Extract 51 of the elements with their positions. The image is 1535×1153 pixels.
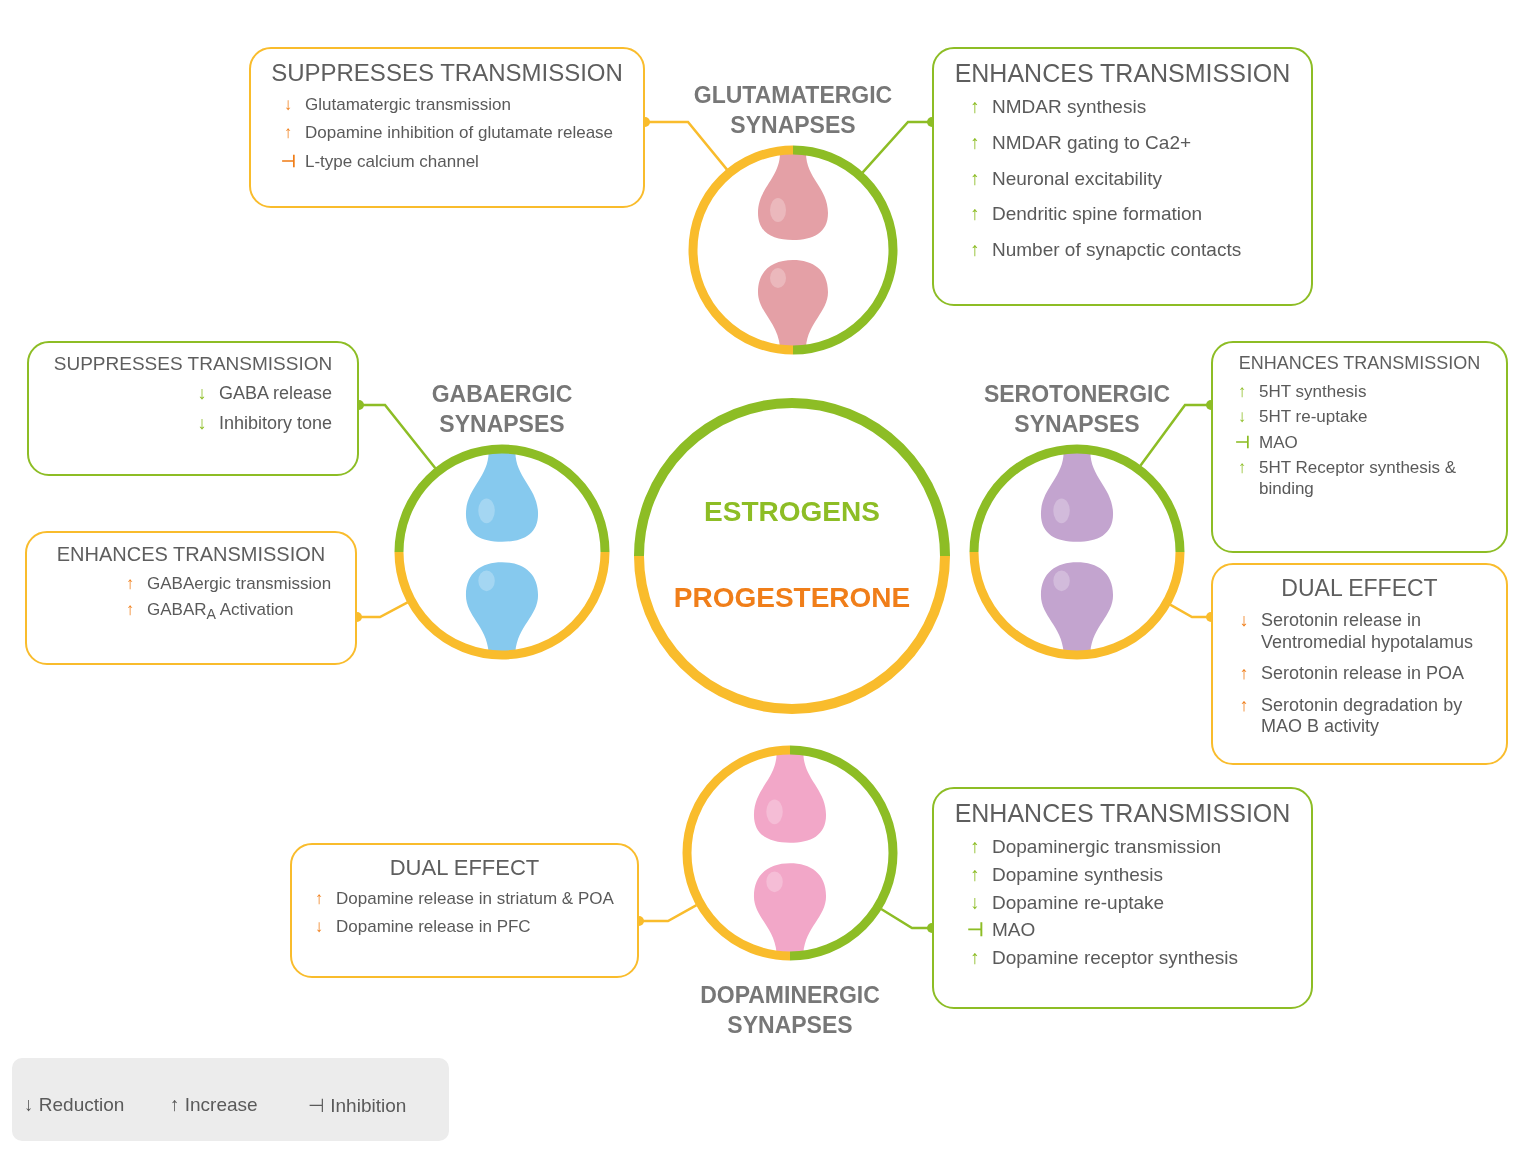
- effect-item: ↑ GABAR$_{A}$ Activation: [124, 600, 295, 624]
- effect-item: ↑ Dopamine release in striatum & POA: [313, 889, 615, 910]
- effect-item: ↑ Dopamine synthesis: [969, 863, 1165, 887]
- hormone-label: PROGESTERONE: [672, 582, 912, 614]
- card-heading: DUAL EFFECT: [1280, 575, 1439, 602]
- effect-card: [1211, 563, 1508, 765]
- legend-item: ↓ Reduction: [24, 1094, 125, 1116]
- effect-item: ↑ GABAergic transmission: [124, 574, 333, 595]
- effect-item: ↑ Dopaminergic transmission: [969, 836, 1223, 859]
- effect-item: ↓ Glutamatergic transmission: [282, 95, 512, 116]
- effect-item: ↑ 5HT synthesis: [1236, 382, 1368, 403]
- effect-item: ↑ Neuronal excitability: [969, 167, 1164, 191]
- effect-item: ↑ Serotonin degradation by MAO B activity: [1238, 694, 1464, 738]
- effect-item: ↑ Dopamine inhibition of glutamate release: [282, 123, 615, 144]
- effect-item: ↑ Serotonin release in POA: [1238, 663, 1466, 685]
- card-heading: SUPPRESSES TRANSMISSION: [52, 353, 334, 375]
- effect-item: ↑ 5HT Receptor synthesis & binding: [1236, 458, 1458, 499]
- effect-item: ↓ Dopamine re-uptake: [969, 891, 1166, 915]
- effect-item: ↓ Inhibitory tone: [196, 412, 334, 435]
- effect-item: ↑ Number of synapctic contacts: [969, 239, 1243, 262]
- synapse-heading: GLUTAMATERGIC SYNAPSES: [692, 81, 894, 141]
- hormone-label: ESTROGENS: [703, 496, 881, 528]
- effect-card: [290, 843, 639, 978]
- card-heading: DUAL EFFECT: [388, 855, 541, 881]
- synapse-heading: SEROTONERGIC SYNAPSES: [982, 380, 1172, 440]
- effect-card: [932, 787, 1313, 1009]
- effect-item: ↓ 5HT re-uptake: [1236, 407, 1369, 428]
- legend-item: ⊣ Inhibition: [308, 1094, 407, 1117]
- effect-item: ↑ NMDAR gating to Ca2+: [969, 131, 1193, 155]
- effect-card: [932, 47, 1313, 306]
- card-heading: ENHANCES TRANSMISSION: [953, 799, 1292, 828]
- effect-item: ↑ Dopamine receptor synthesis: [969, 947, 1240, 970]
- card-heading: SUPPRESSES TRANSMISSION: [270, 59, 624, 87]
- synapse-heading: GABAERGIC SYNAPSES: [430, 380, 574, 440]
- effect-item: ⊣ L-type calcium channel: [279, 151, 480, 173]
- effect-item: ↑ NMDAR synthesis: [969, 96, 1148, 119]
- effect-card: [249, 47, 645, 208]
- effect-card: [25, 531, 357, 665]
- legend-item: ↑ Increase: [170, 1094, 258, 1116]
- effect-item: ⊣ MAO: [965, 919, 1037, 943]
- effect-card: [27, 341, 359, 476]
- effect-item: ↑ Dendritic spine formation: [969, 203, 1204, 227]
- card-heading: ENHANCES TRANSMISSION: [1237, 353, 1482, 374]
- card-heading: ENHANCES TRANSMISSION: [953, 59, 1292, 88]
- effect-item: ↓ Serotonin release in Ventromedial hypotalamus: [1238, 610, 1475, 654]
- effect-item: ⊣ MAO: [1233, 432, 1299, 454]
- card-heading: ENHANCES TRANSMISSION: [55, 543, 327, 566]
- synapse-heading: DOPAMINERGIC SYNAPSES: [699, 981, 881, 1040]
- effect-item: ↓ Dopamine release in PFC: [313, 917, 532, 938]
- effect-item: ↓ GABA release: [196, 383, 334, 405]
- effect-card: [1211, 341, 1508, 553]
